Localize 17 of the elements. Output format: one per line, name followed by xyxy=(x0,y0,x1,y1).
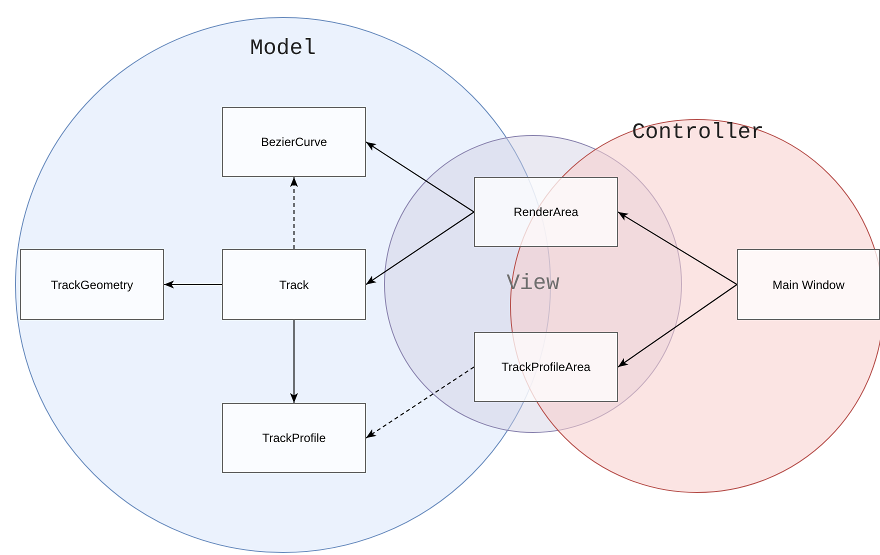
group-title: Model xyxy=(250,36,316,61)
class-box: Track xyxy=(222,249,366,320)
arrow xyxy=(366,212,474,285)
class-box: TrackProfile xyxy=(222,403,366,473)
class-box: TrackGeometry xyxy=(20,249,164,320)
group-title: Controller xyxy=(632,120,764,145)
arrow xyxy=(164,280,222,288)
class-box: BezierCurve xyxy=(222,107,366,177)
arrow xyxy=(618,212,738,285)
arrow xyxy=(366,142,474,212)
arrow xyxy=(290,320,298,403)
arrow xyxy=(290,177,298,249)
class-box: Main Window xyxy=(737,249,880,320)
arrow xyxy=(366,366,474,438)
arrow xyxy=(618,284,738,368)
class-box: TrackProfileArea xyxy=(474,332,618,402)
class-box: RenderArea xyxy=(474,177,618,247)
